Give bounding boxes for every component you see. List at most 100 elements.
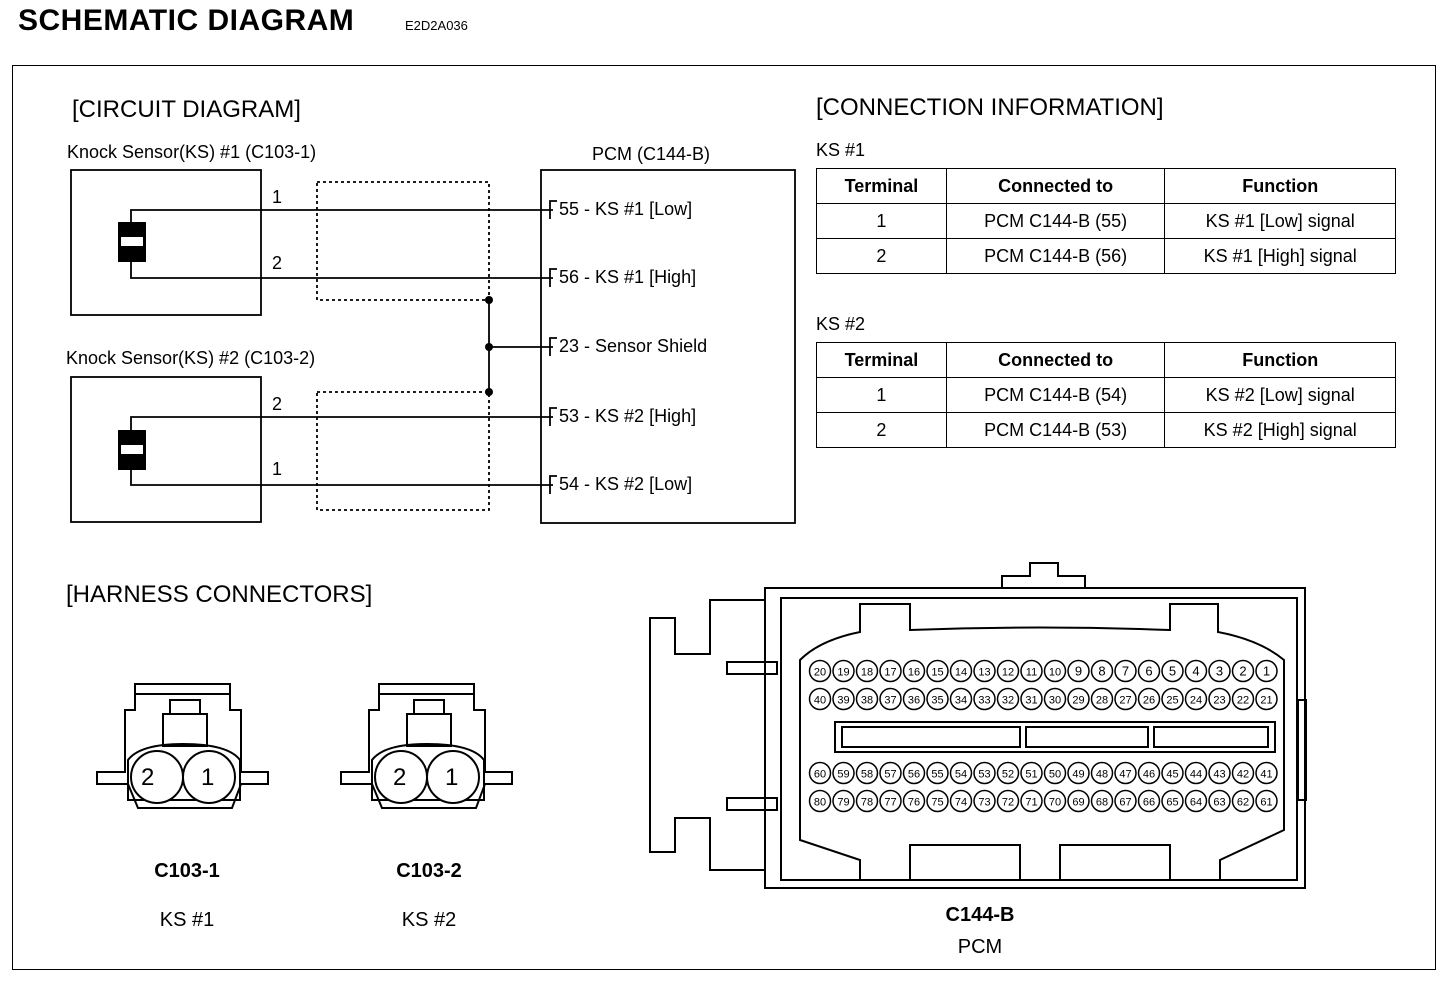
pcm-pin-label: 75 xyxy=(931,797,943,809)
pcm-pin-19 xyxy=(832,659,855,683)
pcm-pin-label: 35 xyxy=(931,695,943,707)
pcm-pin-label: 23 xyxy=(1213,695,1225,707)
pcm-pin-28 xyxy=(1090,687,1114,711)
pcm-pin-66 xyxy=(1137,789,1161,813)
pcm-pin-8 xyxy=(1090,659,1114,683)
pcm-pin-label: 51 xyxy=(1025,769,1037,781)
pcm-pin-label: 72 xyxy=(1002,797,1014,809)
pcm-pin-label: 10 xyxy=(1049,667,1061,679)
pcm-pin-label: 32 xyxy=(1002,695,1014,707)
pcm-pin-80 xyxy=(808,789,832,813)
pin-54: 54 - KS #2 [Low] xyxy=(559,474,693,494)
table-header: Connected to xyxy=(945,168,1166,204)
pcm-pin-label: 8 xyxy=(1098,664,1105,679)
pcm-pin-label: 29 xyxy=(1072,695,1084,707)
pcm-pin-31 xyxy=(1020,687,1043,711)
pcm-pin-54 xyxy=(949,761,973,785)
pcm-pin-label: 9 xyxy=(1075,664,1082,679)
sensor2-label: Knock Sensor(KS) #2 (C103-2) xyxy=(66,348,316,368)
pcm-pin-label: 43 xyxy=(1213,769,1225,781)
c103-1-pin-1 xyxy=(182,750,236,804)
c103-1-name: C103-1 xyxy=(154,860,220,882)
pcm-pin-label: 55 xyxy=(931,769,943,781)
pcm-pin-label: 58 xyxy=(861,769,873,781)
pcm-pin-44 xyxy=(1184,761,1208,785)
pcm-pin-label: 49 xyxy=(1072,769,1084,781)
pcm-pin-label: 40 xyxy=(814,695,826,707)
shield2-dashed xyxy=(316,391,490,511)
pcm-pin-3 xyxy=(1208,659,1231,683)
pcm-pin-17 xyxy=(879,659,902,683)
pcm-pin-label: 56 xyxy=(908,769,920,781)
pcm-pin-69 xyxy=(1067,789,1090,813)
pcm-pin-label: 76 xyxy=(908,797,920,809)
pcm-pin-label: 57 xyxy=(884,769,896,781)
pcm-pin-65 xyxy=(1161,789,1184,813)
pcm-pin-label: 2 xyxy=(1239,664,1246,679)
pcm-pin-label: 28 xyxy=(1096,695,1108,707)
table-header: Connected to xyxy=(945,342,1166,378)
pcm-pin-label: 50 xyxy=(1049,769,1061,781)
pcm-pin-label: 67 xyxy=(1119,797,1131,809)
pcm-pin-label: 7 xyxy=(1122,664,1129,679)
pcm-pin-46 xyxy=(1137,761,1161,785)
pcm-pin-label: 52 xyxy=(1002,769,1014,781)
pcm-pin-33 xyxy=(973,687,996,711)
table-cell: 2 xyxy=(816,238,947,274)
pcm-pin-label: 45 xyxy=(1166,769,1178,781)
table-cell: KS #2 [High] signal xyxy=(1164,412,1396,448)
s2-wire2-label: 2 xyxy=(272,394,283,414)
pcm-pin-label: 14 xyxy=(955,667,967,679)
c103-2-desc: KS #2 xyxy=(401,909,457,931)
pcm-pin-76 xyxy=(902,789,926,813)
pcm-pin-51 xyxy=(1020,761,1043,785)
pcm-pin-32 xyxy=(996,687,1020,711)
pcm-pin-label: 1 xyxy=(1263,664,1270,679)
pcm-pin-label: 71 xyxy=(1025,797,1037,809)
pcm-pin-5 xyxy=(1161,659,1184,683)
pcm-pin-39 xyxy=(832,687,855,711)
pcm-pin-57 xyxy=(879,761,902,785)
pcm-pin-67 xyxy=(1114,789,1137,813)
pin-53: 53 - KS #2 [High] xyxy=(559,406,697,426)
pcm-pin-label: 19 xyxy=(837,667,849,679)
sensor1-label: Knock Sensor(KS) #1 (C103-1) xyxy=(67,142,317,162)
pcm-pin-label: 27 xyxy=(1119,695,1131,707)
pcm-pin-label: 37 xyxy=(884,695,896,707)
pcm-pin-35 xyxy=(926,687,949,711)
pcm-pin-label: 63 xyxy=(1213,797,1225,809)
pcm-pin-49 xyxy=(1067,761,1090,785)
pcm-pin-48 xyxy=(1090,761,1114,785)
pcm-pin-label: 39 xyxy=(837,695,849,707)
pcm-pin-label: 21 xyxy=(1260,695,1272,707)
pcm-pin-label: 69 xyxy=(1072,797,1084,809)
pcm-pin-label: 13 xyxy=(978,667,990,679)
table-header: Function xyxy=(1164,342,1396,378)
table-cell: 2 xyxy=(816,412,947,448)
pcm-pin-label: 70 xyxy=(1049,797,1061,809)
ks1-table-caption: KS #1 xyxy=(816,140,866,160)
pcm-pin-47 xyxy=(1114,761,1137,785)
table-cell: PCM C144-B (53) xyxy=(945,412,1166,448)
pcm-pin-14 xyxy=(949,659,973,683)
shield1-dashed xyxy=(316,181,490,301)
pcm-pin-9 xyxy=(1067,659,1090,683)
table-header-row: Terminal Connected to Function xyxy=(816,168,1396,204)
pcm-pin-62 xyxy=(1231,789,1255,813)
pcm-pin-7 xyxy=(1114,659,1137,683)
pcm-pin-label: 38 xyxy=(861,695,873,707)
table-header-row: Terminal Connected to Function xyxy=(816,342,1396,378)
pcm-pin-25 xyxy=(1161,687,1184,711)
pcm-pin-70 xyxy=(1043,789,1067,813)
pcm-pin-64 xyxy=(1184,789,1208,813)
pcm-pin-12 xyxy=(996,659,1020,683)
pcm-pin-60 xyxy=(808,761,832,785)
pcm-pin-20 xyxy=(808,659,832,683)
pcm-pin-label: 3 xyxy=(1216,664,1223,679)
c103-1-desc: KS #1 xyxy=(159,909,215,931)
pcm-pin-label: 64 xyxy=(1190,797,1202,809)
ks1-connection-table: Terminal Connected to Function 1 PCM C14… xyxy=(816,168,1396,274)
pcm-pin-37 xyxy=(879,687,902,711)
